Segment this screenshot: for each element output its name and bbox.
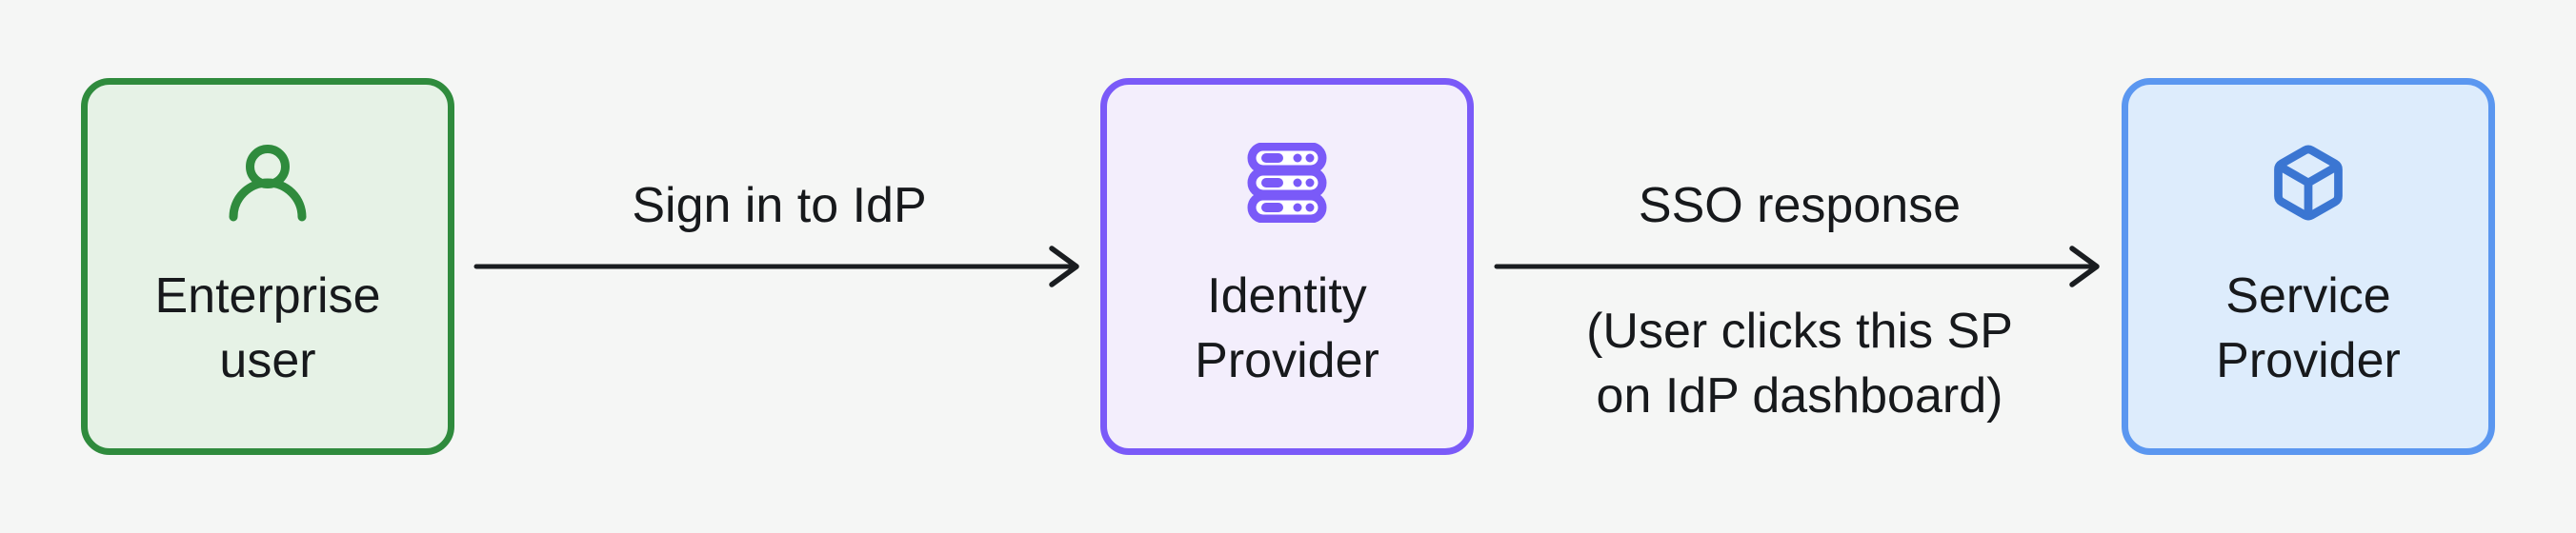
- node-title: Enterprise user: [155, 264, 381, 393]
- arrowhead-icon: [2069, 246, 2100, 287]
- arrowhead-icon: [1049, 246, 1079, 287]
- edge-caption-line: on IdP dashboard): [1596, 368, 2003, 424]
- edge-caption-line: (User clicks this SP: [1586, 304, 2013, 359]
- node-title-line: user: [219, 333, 316, 388]
- node-title-line: Provider: [1195, 333, 1379, 388]
- node-title: Service Provider: [2216, 264, 2401, 393]
- node-enterprise-user: Enterprise user: [81, 78, 454, 455]
- user-icon: [228, 143, 308, 223]
- edge-label-sso-response: SSO response: [1638, 178, 1962, 233]
- edge-caption-sso: (User clicks this SP on IdP dashboard): [1494, 299, 2105, 428]
- node-title-line: Identity: [1207, 268, 1367, 324]
- cube-icon: [2268, 143, 2348, 223]
- arrow-idp-to-sp: [1494, 244, 2105, 289]
- node-title-line: Enterprise: [154, 268, 381, 324]
- node-service-provider: Service Provider: [2122, 78, 2495, 455]
- node-title-line: Service: [2225, 268, 2391, 324]
- node-identity-provider: Identity Provider: [1100, 78, 1474, 455]
- server-icon: [1247, 143, 1327, 223]
- node-title-line: Provider: [2216, 333, 2401, 388]
- node-title: Identity Provider: [1195, 264, 1379, 393]
- edge-label-sign-in: Sign in to IdP: [632, 178, 927, 233]
- arrow-user-to-idp: [473, 244, 1085, 289]
